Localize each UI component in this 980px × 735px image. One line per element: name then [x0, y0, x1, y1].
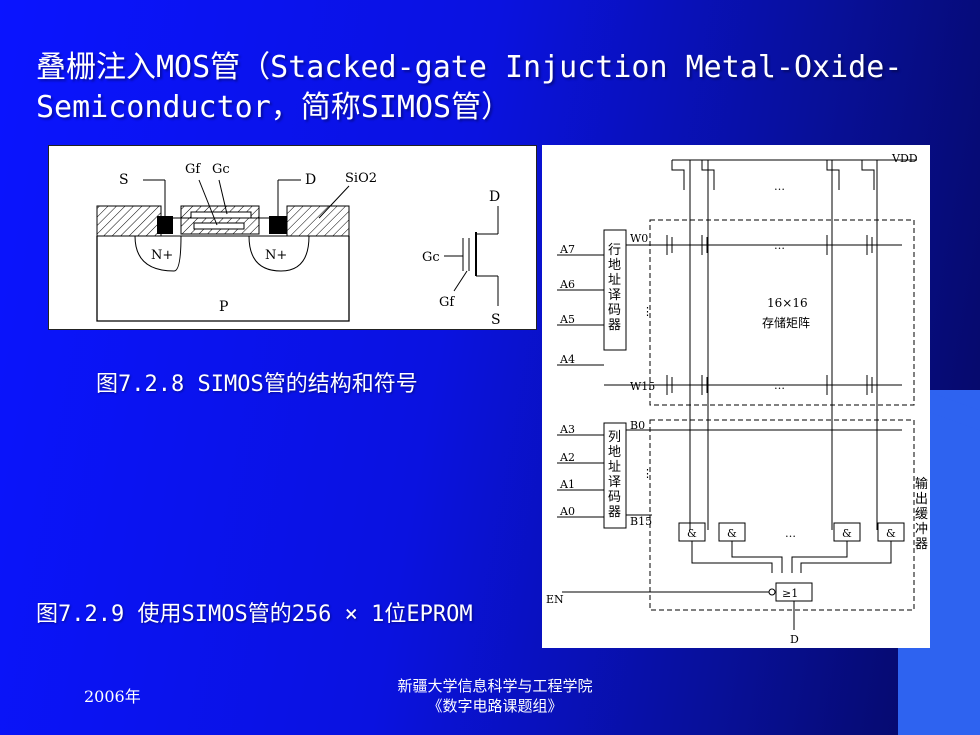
sym-label-d: D — [489, 189, 500, 205]
floating-gate — [193, 222, 245, 230]
col-decoder-label: 列地址译码器 — [608, 430, 622, 520]
label-a0: A0 — [559, 505, 575, 518]
label-s: S — [119, 172, 129, 188]
label-matrix-sub: 存储矩阵 — [762, 315, 810, 330]
sym-label-s: S — [491, 312, 501, 328]
gate-oxide — [180, 205, 260, 235]
vdots-1: ⋮ — [642, 305, 653, 318]
oxide-left — [96, 205, 162, 237]
simos-structure-svg: S Gf Gc D SiO2 N+ N+ P D Gc Gf S — [96, 162, 501, 328]
ellipsis-2: … — [774, 239, 785, 252]
output-buffer-label: 输出缓冲器 — [915, 477, 929, 552]
figure2-caption: 图7.2.9 使用SIMOS管的256 × 1位EPROM — [36, 602, 473, 627]
footer-org-line2: 《数字电路课题组》 — [427, 697, 563, 715]
footer-year: 2006年 — [84, 687, 141, 706]
footer-org-line1: 新疆大学信息科学与工程学院 — [397, 677, 593, 695]
footer-org: 新疆大学信息科学与工程学院 《数字电路课题组》 — [330, 676, 660, 716]
label-gc: Gc — [212, 162, 230, 177]
label-a4: A4 — [559, 353, 575, 366]
label-d-out: D — [790, 633, 799, 646]
label-b15: B15 — [630, 515, 652, 528]
label-a2: A2 — [559, 451, 575, 464]
simos-structure-figure: S Gf Gc D SiO2 N+ N+ P D Gc Gf S — [48, 145, 537, 330]
label-p: P — [219, 299, 228, 315]
label-a5: A5 — [559, 313, 575, 326]
label-a7: A7 — [559, 243, 575, 256]
oxide-right — [286, 205, 350, 237]
vdots-2: ⋮ — [642, 467, 653, 480]
control-gate — [190, 211, 252, 219]
label-gf: Gf — [185, 162, 201, 177]
ellipsis-4: … — [785, 527, 796, 540]
label-d: D — [305, 172, 316, 188]
label-w0: W0 — [630, 232, 648, 245]
row-decoder-label: 行地址译码器 — [608, 243, 622, 333]
label-a3: A3 — [559, 423, 575, 436]
slide-title: 叠栅注入MOS管（Stacked-gate Injuction Metal-Ox… — [36, 50, 903, 125]
source-contact — [157, 216, 173, 234]
and-gate-4: & — [886, 527, 896, 540]
figure1-caption: 图7.2.8 SIMOS管的结构和符号 — [96, 372, 418, 397]
ellipsis-3: … — [774, 379, 785, 392]
label-matrix: 16×16 — [767, 296, 808, 310]
ellipsis-1: … — [774, 180, 785, 193]
label-n2: N+ — [265, 248, 287, 263]
and-gate-2: & — [727, 527, 737, 540]
drain-contact — [269, 216, 287, 234]
label-en: EN — [546, 593, 564, 606]
label-a1: A1 — [559, 478, 575, 491]
label-b0: B0 — [630, 419, 645, 432]
eprom-figure: VDD A7 A6 A5 A4 A3 A2 A1 A0 W0 W15 B0 B1… — [542, 145, 930, 648]
label-n1: N+ — [151, 248, 173, 263]
and-gate-3: & — [842, 527, 852, 540]
label-vdd: VDD — [891, 152, 918, 165]
label-a6: A6 — [559, 278, 575, 291]
and-gate-1: & — [687, 527, 697, 540]
sym-label-gc: Gc — [422, 250, 440, 265]
label-w15: W15 — [630, 380, 655, 393]
sym-label-gf: Gf — [439, 295, 455, 310]
eprom-svg: VDD A7 A6 A5 A4 A3 A2 A1 A0 W0 W15 B0 B1… — [546, 152, 918, 646]
or-gate: ≥1 — [782, 587, 798, 600]
label-sio2: SiO2 — [345, 171, 377, 186]
